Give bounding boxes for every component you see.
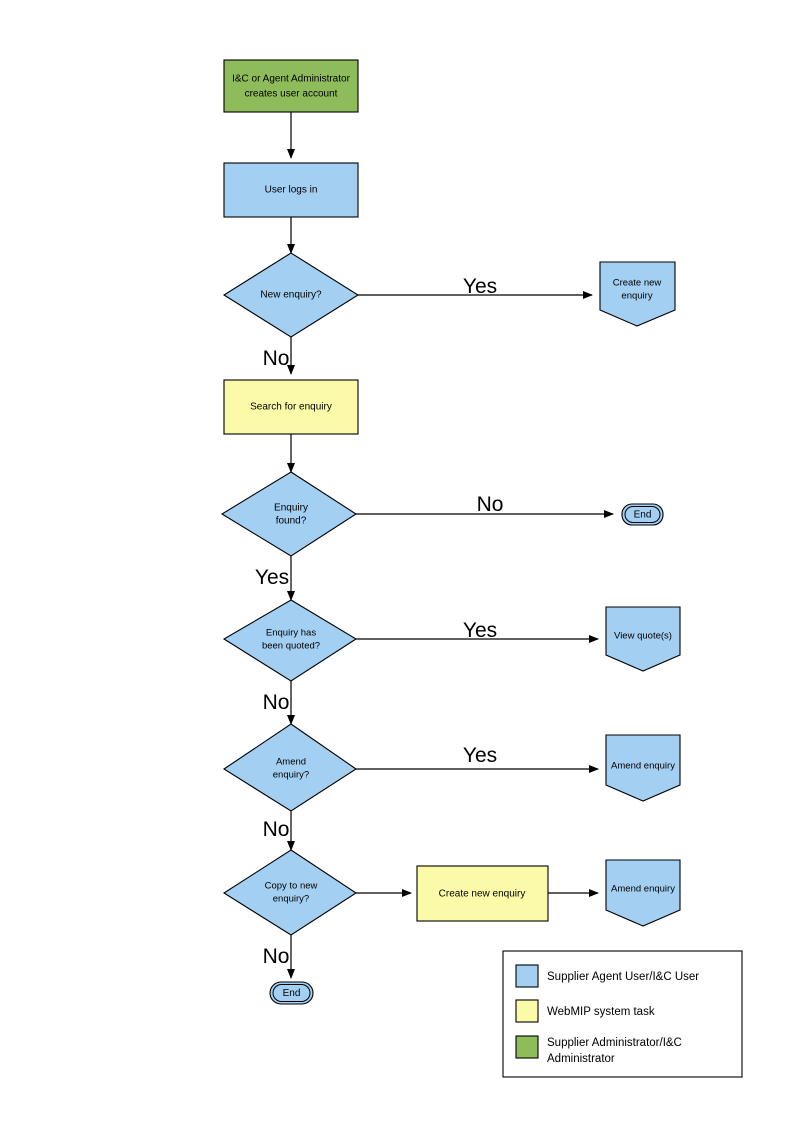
create-new-enquiry-shield-label-line1: Create new xyxy=(613,278,662,289)
create-new-enquiry-task-label: Create new enquiry xyxy=(439,889,526,900)
amend-enquiry-decision-label-line1: Amend xyxy=(276,757,306,768)
legend: Supplier Agent User/I&C User WebMIP syst… xyxy=(502,950,743,1078)
search-for-enquiry-label: Search for enquiry xyxy=(250,402,332,413)
node-user-logs-in[interactable]: User logs in xyxy=(223,162,359,218)
copy-to-new-enquiry-decision-label-line2: enquiry? xyxy=(273,894,309,905)
node-search-for-enquiry[interactable]: Search for enquiry xyxy=(223,379,359,435)
edge-label-copy-no: No xyxy=(263,945,290,968)
node-create-new-enquiry-task[interactable]: Create new enquiry xyxy=(416,865,549,922)
enquiry-quoted-decision-shape[interactable] xyxy=(222,599,358,682)
node-amend-enquiry-decision[interactable]: Amend enquiry? xyxy=(222,723,357,812)
create-new-enquiry-shield-label-line2: enquiry xyxy=(621,291,652,302)
user-logs-in-label: User logs in xyxy=(265,185,318,196)
copy-to-new-enquiry-decision-shape[interactable] xyxy=(222,849,358,936)
node-new-enquiry-decision[interactable]: New enquiry? xyxy=(222,252,360,338)
copy-to-new-enquiry-decision-label-line1: Copy to new xyxy=(265,881,318,892)
node-create-new-enquiry-shield[interactable]: Create new enquiry xyxy=(599,261,676,327)
amend-enquiry-shield-2-label: Amend enquiry xyxy=(611,884,675,895)
node-view-quotes-shield[interactable]: View quote(s) xyxy=(605,606,681,672)
enquiry-quoted-decision-label-line2: been quoted? xyxy=(262,641,320,652)
legend-swatch-admin-green xyxy=(515,1035,539,1059)
node-end-final[interactable]: End xyxy=(269,981,314,1005)
view-quotes-shield-label: View quote(s) xyxy=(614,631,672,642)
node-amend-enquiry-shield-1[interactable]: Amend enquiry xyxy=(605,734,681,802)
edge-label-found-no: No xyxy=(477,493,504,516)
new-enquiry-decision-label: New enquiry? xyxy=(260,290,322,301)
enquiry-found-decision-label-line1: Enquiry xyxy=(274,503,308,514)
edge-label-quoted-no: No xyxy=(263,691,290,714)
node-end-not-found[interactable]: End xyxy=(621,503,664,526)
edges-layer xyxy=(287,112,614,979)
admin-creates-account-label-line2: creates user account xyxy=(245,89,338,100)
edge-label-found-yes: Yes xyxy=(255,566,289,589)
amend-enquiry-decision-shape[interactable] xyxy=(222,723,357,812)
legend-label-user-blue: Supplier Agent User/I&C User xyxy=(547,971,699,983)
search-for-enquiry-shape[interactable] xyxy=(223,379,359,435)
legend-label-admin-green-line1: Supplier Administrator/I&C xyxy=(547,1037,682,1049)
node-copy-to-new-enquiry-decision[interactable]: Copy to new enquiry? xyxy=(222,849,358,936)
node-amend-enquiry-shield-2[interactable]: Amend enquiry xyxy=(605,859,681,927)
end-not-found-inner xyxy=(624,506,661,523)
amend-enquiry-shield-2-shape[interactable] xyxy=(605,859,681,927)
edge-label-new-enquiry-yes: Yes xyxy=(463,275,497,298)
legend-swatch-user-blue xyxy=(515,964,539,988)
edge-label-amend-no: No xyxy=(263,818,290,841)
edge-labels-layer: Yes No No Yes Yes No Yes No No xyxy=(255,275,504,968)
node-enquiry-found-decision[interactable]: Enquiry found? xyxy=(220,471,358,557)
enquiry-quoted-decision-label-line1: Enquiry has xyxy=(266,628,316,639)
legend-label-system-yellow: WebMIP system task xyxy=(547,1006,655,1018)
admin-creates-account-shape[interactable] xyxy=(223,59,359,113)
legend-swatch-system-yellow xyxy=(515,999,539,1023)
edge-label-amend-yes: Yes xyxy=(463,744,497,767)
legend-label-admin-green-line2: Administrator xyxy=(547,1053,615,1065)
admin-creates-account-label-line1: I&C or Agent Administrator xyxy=(232,74,351,85)
end-not-found-label: End xyxy=(634,510,652,521)
amend-enquiry-shield-1-shape[interactable] xyxy=(605,734,681,802)
view-quotes-shield-shape[interactable] xyxy=(605,606,681,672)
edge-label-quoted-yes: Yes xyxy=(463,619,497,642)
user-logs-in-shape[interactable] xyxy=(223,162,359,218)
enquiry-found-decision-label-line2: found? xyxy=(276,516,307,527)
amend-enquiry-shield-1-label: Amend enquiry xyxy=(611,761,675,772)
end-final-inner xyxy=(272,984,311,1002)
enquiry-found-decision-shape[interactable] xyxy=(220,471,358,557)
end-final-label: End xyxy=(283,988,301,999)
legend-container xyxy=(502,950,743,1078)
new-enquiry-decision-shape[interactable] xyxy=(222,252,360,338)
node-enquiry-quoted-decision[interactable]: Enquiry has been quoted? xyxy=(222,599,358,682)
amend-enquiry-decision-label-line2: enquiry? xyxy=(273,770,309,781)
node-admin-creates-account[interactable]: I&C or Agent Administrator creates user … xyxy=(223,59,359,113)
edge-label-new-enquiry-no: No xyxy=(263,347,290,370)
create-new-enquiry-shield-shape[interactable] xyxy=(599,261,676,327)
create-new-enquiry-task-shape[interactable] xyxy=(416,865,549,922)
